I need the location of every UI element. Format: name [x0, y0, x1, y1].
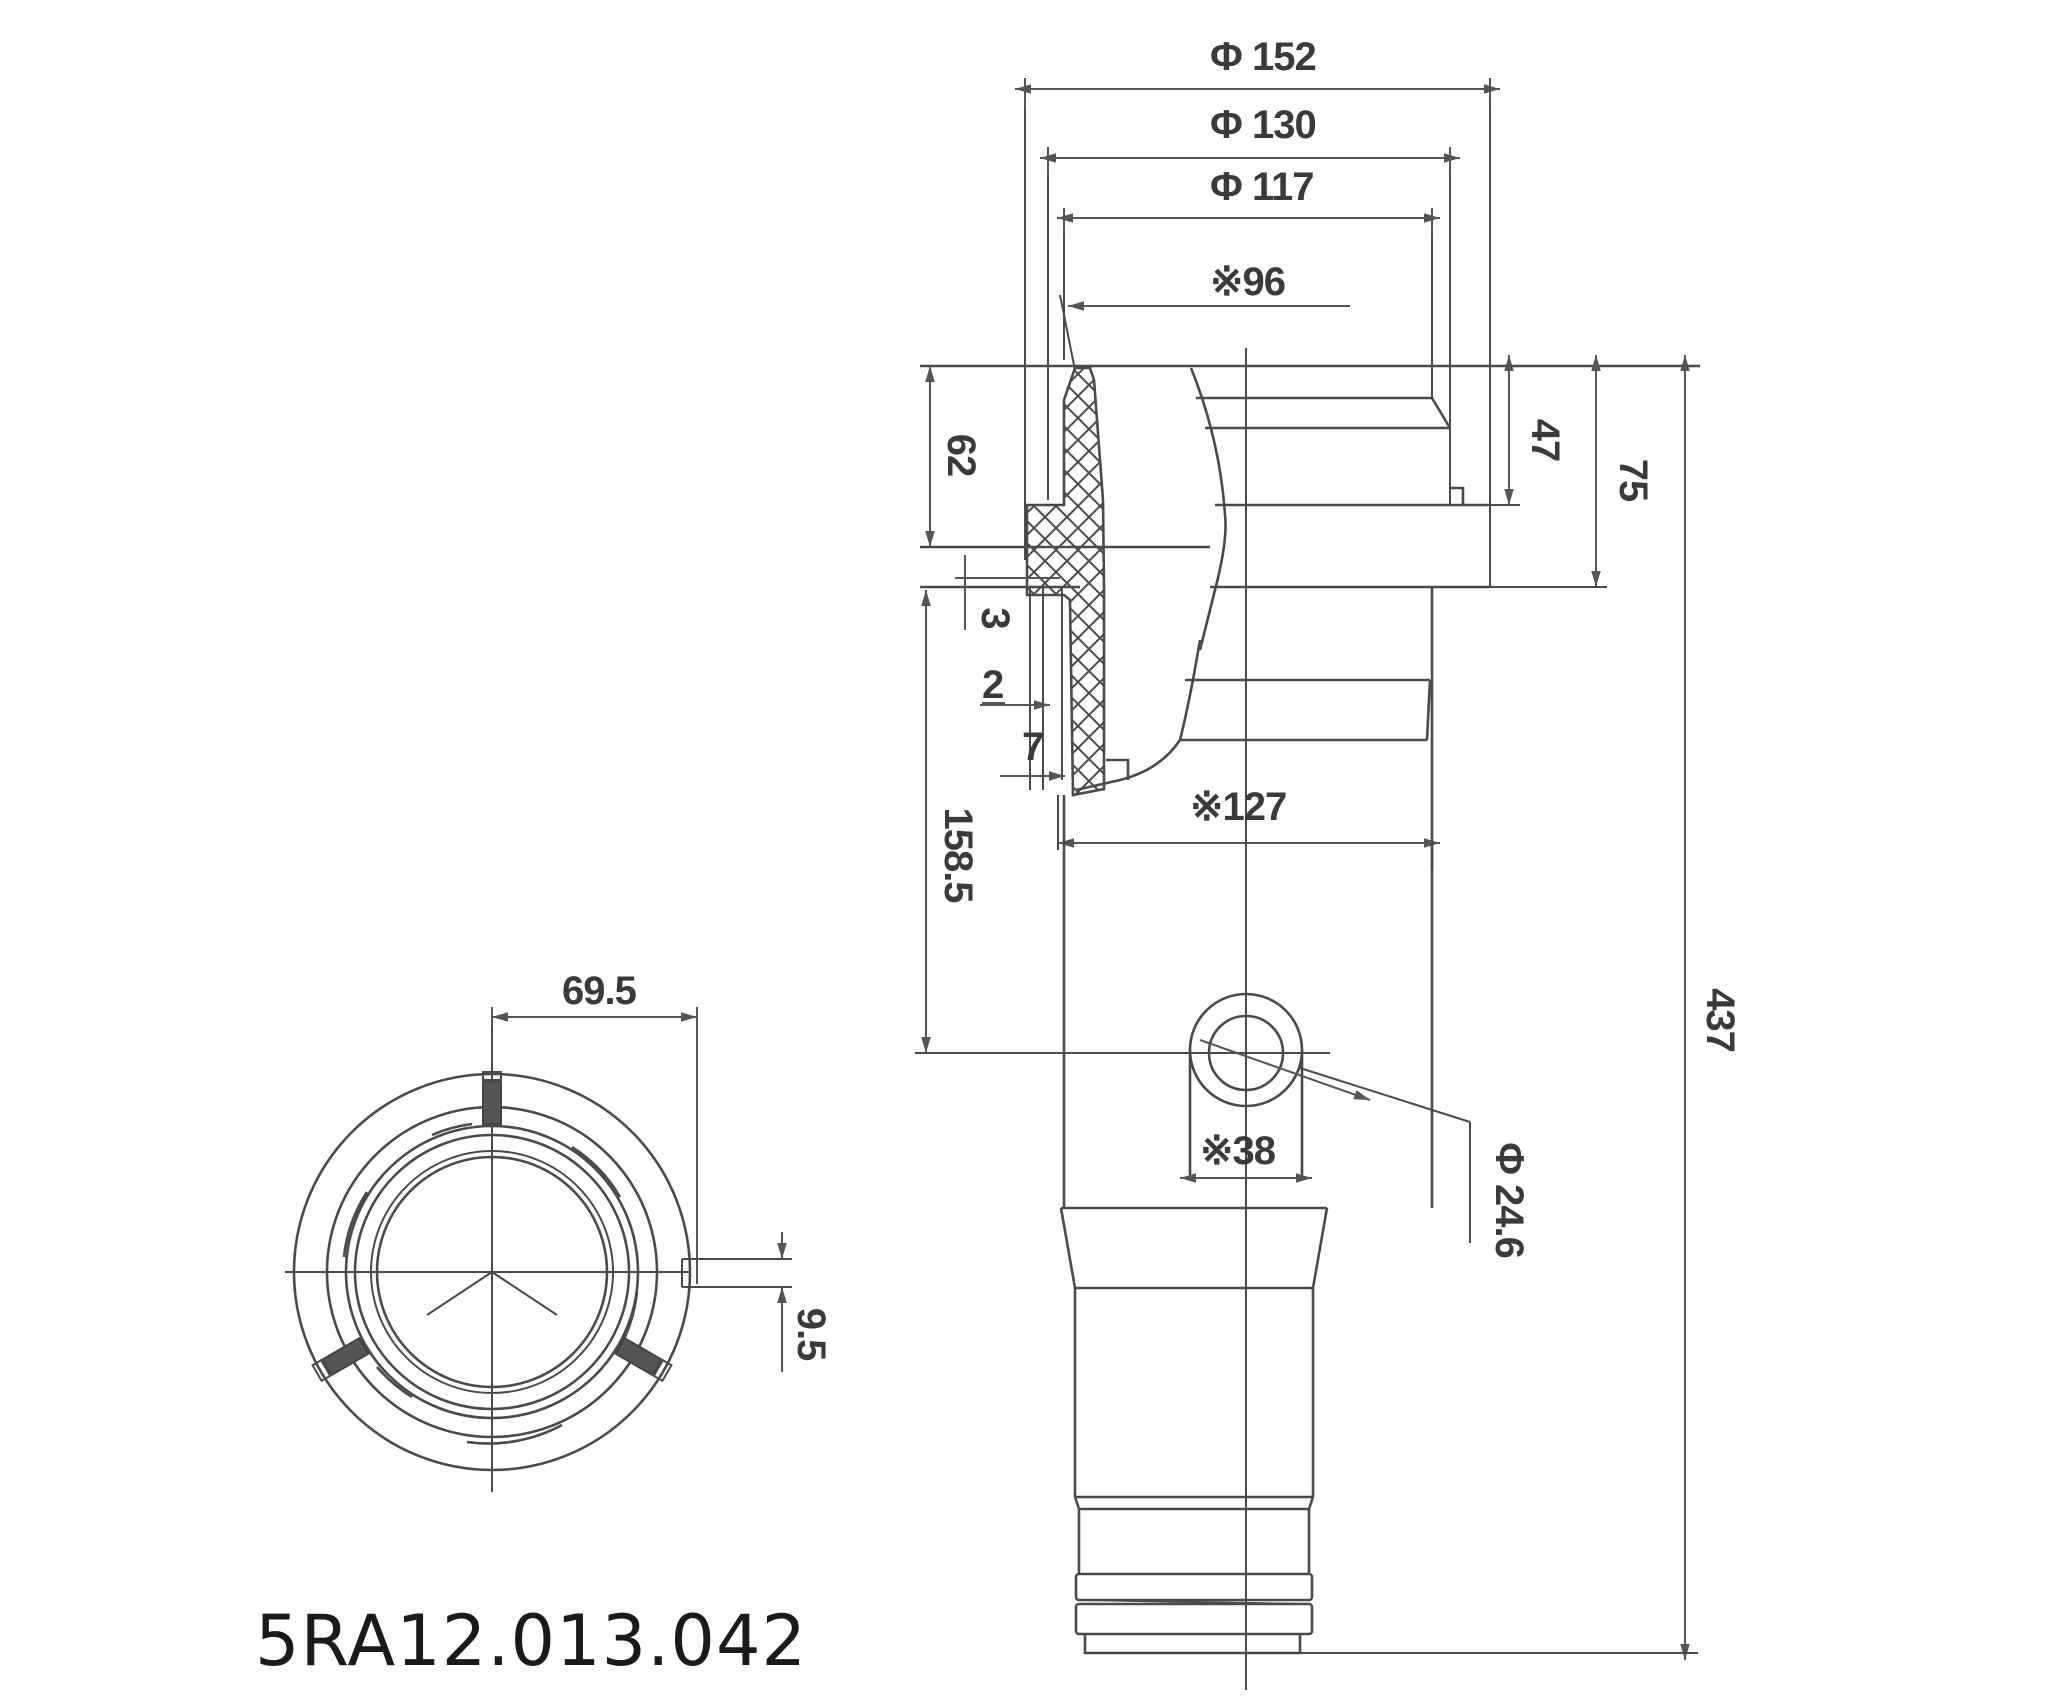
part-number: 5RA12.013.042 — [255, 1600, 808, 1682]
dimension-h-47: 47 — [1490, 355, 1567, 506]
dimension-h-437: 437 — [1300, 355, 1742, 1660]
h-47-label: 47 — [1523, 419, 1567, 462]
pin-top — [482, 1079, 502, 1125]
dimension-dia-117: Φ 117 — [1057, 165, 1440, 235]
dimension-dia-152: Φ 152 — [1015, 35, 1500, 110]
dimension-h-3: 3 — [955, 555, 1060, 630]
h-3-label: 3 — [973, 607, 1017, 628]
dimension-h-62: 62 — [925, 366, 983, 547]
ref-127-label: ※127 — [1190, 785, 1286, 829]
offset-69-5-label: 69.5 — [562, 969, 637, 1013]
ref-38-label: ※38 — [1200, 1129, 1276, 1173]
slot-9-5-label: 9.5 — [789, 1308, 833, 1361]
h-62-label: 62 — [939, 434, 983, 477]
dimension-w-7: 7 — [1000, 725, 1065, 781]
h-437-label: 437 — [1698, 988, 1742, 1052]
w-2-label: 2 — [982, 663, 1003, 707]
dia-117-label: Φ 117 — [1210, 165, 1313, 209]
ref-96-label: ※96 — [1210, 260, 1285, 304]
side-view: Φ 152 Φ 130 Φ 117 ※96 — [915, 35, 1742, 1690]
h-75-label: 75 — [1611, 459, 1655, 502]
seal-section-hatch — [1025, 366, 1106, 797]
dia-152-label: Φ 152 — [1210, 35, 1316, 79]
dia-24-6-label: Φ 24.6 — [1487, 1142, 1531, 1258]
dimension-ref-96: ※96 — [1068, 260, 1350, 311]
h-158-5-label: 158.5 — [936, 807, 980, 903]
dimension-slot-9-5: 9.5 — [681, 1232, 833, 1372]
dimension-w-2: 2 — [980, 663, 1050, 710]
dimension-h-158-5: 158.5 — [921, 590, 980, 1053]
dimension-dia-130: Φ 130 — [1040, 103, 1460, 175]
side-port: Φ 24.6 ※38 — [1165, 992, 1531, 1258]
dia-130-label: Φ 130 — [1210, 103, 1316, 147]
w-7-label: 7 — [1022, 725, 1043, 769]
dimension-offset-69-5: 69.5 — [491, 969, 698, 1284]
dimension-ref-127: ※127 — [1058, 785, 1440, 848]
dimension-h-75: 75 — [1490, 355, 1655, 588]
end-view: 69.5 9.5 — [285, 969, 833, 1492]
